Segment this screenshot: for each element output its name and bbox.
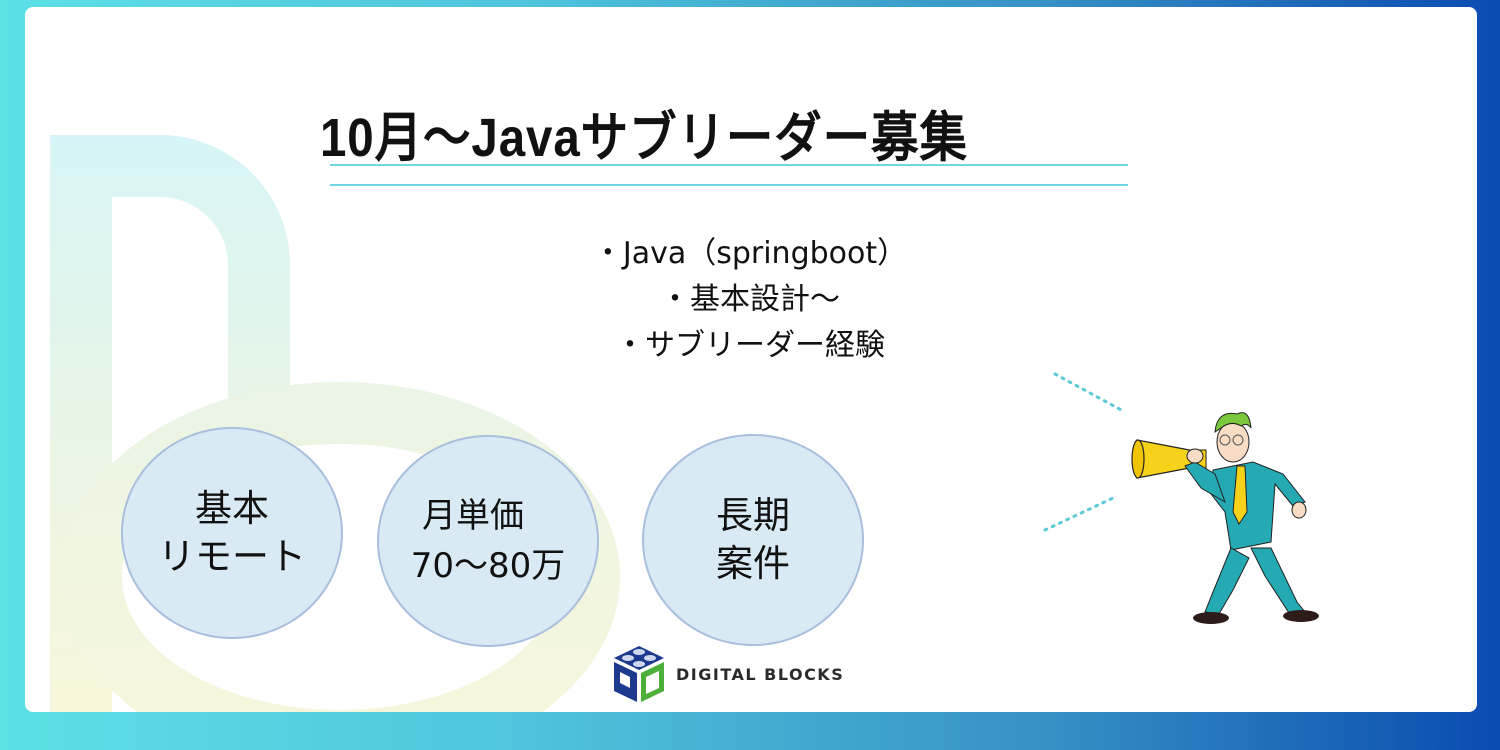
requirement-item: ・基本設計〜 (660, 282, 840, 317)
bubble-line: 長期 (716, 494, 790, 537)
logo-text: DIGITAL BLOCKS (676, 664, 845, 684)
banner-title: 10月〜Javaサブリーダー募集 (320, 108, 968, 168)
bubble-line: 月単価 (422, 496, 524, 536)
banner-card: 10月〜Javaサブリーダー募集 ・Java（springboot） ・基本設計… (25, 7, 1477, 712)
title-underline-top (330, 164, 1128, 166)
bubble-remote: 基本 リモート (121, 427, 343, 639)
blocks-cube-icon (614, 646, 664, 702)
company-logo: DIGITAL BLOCKS (610, 644, 844, 704)
requirement-item: ・Java（springboot） (592, 236, 908, 271)
requirements-list: ・Java（springboot） ・基本設計〜 ・サブリーダー経験 (525, 231, 975, 369)
bubble-long-term: 長期 案件 (642, 434, 864, 646)
man-with-megaphone-illustration (1043, 372, 1319, 624)
bubble-line: 案件 (716, 542, 790, 585)
bubble-rate: 月単価 70〜80万 (377, 435, 599, 647)
bubble-line: 70〜80万 (410, 546, 566, 586)
bubble-line: リモート (158, 535, 306, 578)
title-underline-bottom (330, 184, 1128, 186)
bubble-line: 基本 (195, 487, 269, 530)
requirement-item: ・サブリーダー経験 (615, 328, 885, 363)
